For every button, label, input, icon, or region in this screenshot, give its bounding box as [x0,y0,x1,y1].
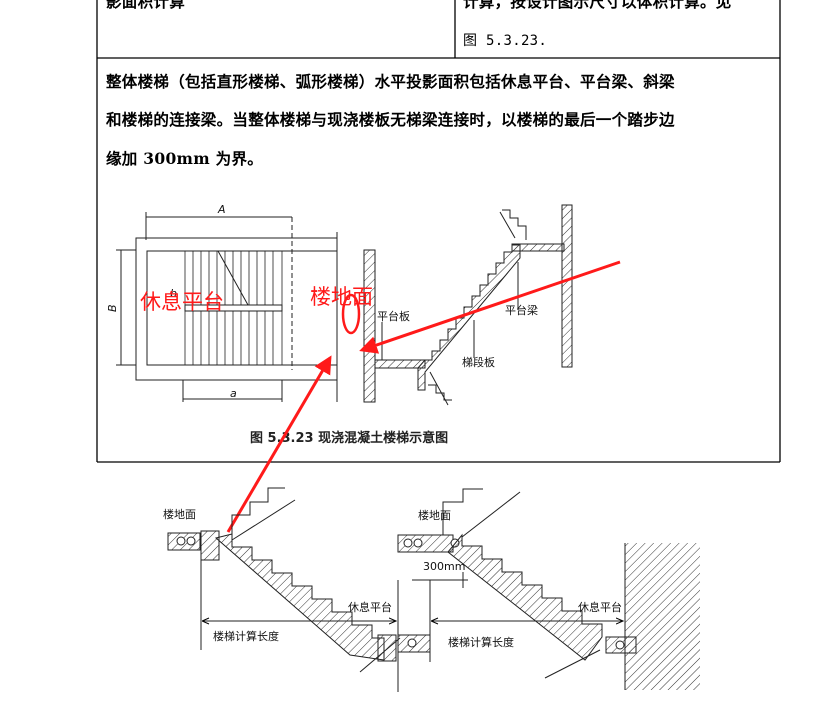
annotation-rest-platform: 休息平台 [140,290,224,314]
row1-right-line2: 图 5.3.23. [463,33,548,49]
row2-line3: 缘加 300mm 为界。 [106,149,264,168]
annotation-arrow-1 [359,260,621,354]
br-calc-length-label: 楼梯计算长度 [448,635,514,649]
br-rest-platform-label: 休息平台 [578,600,622,614]
dim-b-upper: B [106,304,119,312]
dim-a-lower: a [230,387,237,400]
label-platform-beam: 平台梁 [505,303,538,317]
row2-line2: 和楼梯的连接梁。当整体楼梯与现浇楼板无梯梁连接时，以楼梯的最后一个踏步边 [106,110,675,129]
label-platform-slab: 平台板 [377,309,410,323]
br-offset-label: 300mm [423,560,465,573]
row2-line1: 整体楼梯（包括直形楼梯、弧形楼梯）水平投影面积包括休息平台、平台梁、斜梁 [106,72,675,91]
dim-a-upper: A [217,203,226,216]
bottom-right-stair-diagram [397,488,700,690]
annotation-arrow-2 [226,355,332,533]
br-floor-label: 楼地面 [418,508,451,522]
annotation-floor: 楼地面 [310,285,373,309]
bl-floor-label: 楼地面 [163,507,196,521]
stair-section-view [363,204,573,406]
figure-caption: 图 5.3.23 现浇混凝土楼梯示意图 [250,430,448,446]
stair-plan-view [116,212,338,402]
row1-right-line1: 计算，按设计图示尺寸以体积计算。见 [463,0,732,11]
row1-left-text: 影面积计算 [106,0,186,11]
dim-b-lower: b [170,287,177,300]
table-borders [96,0,781,463]
label-flight-slab: 梯段板 [462,355,495,369]
bl-calc-length-label: 楼梯计算长度 [213,629,279,643]
annotation-ellipse [341,293,361,335]
bottom-left-stair-diagram [167,487,431,692]
bl-rest-platform-label: 休息平台 [348,600,392,614]
